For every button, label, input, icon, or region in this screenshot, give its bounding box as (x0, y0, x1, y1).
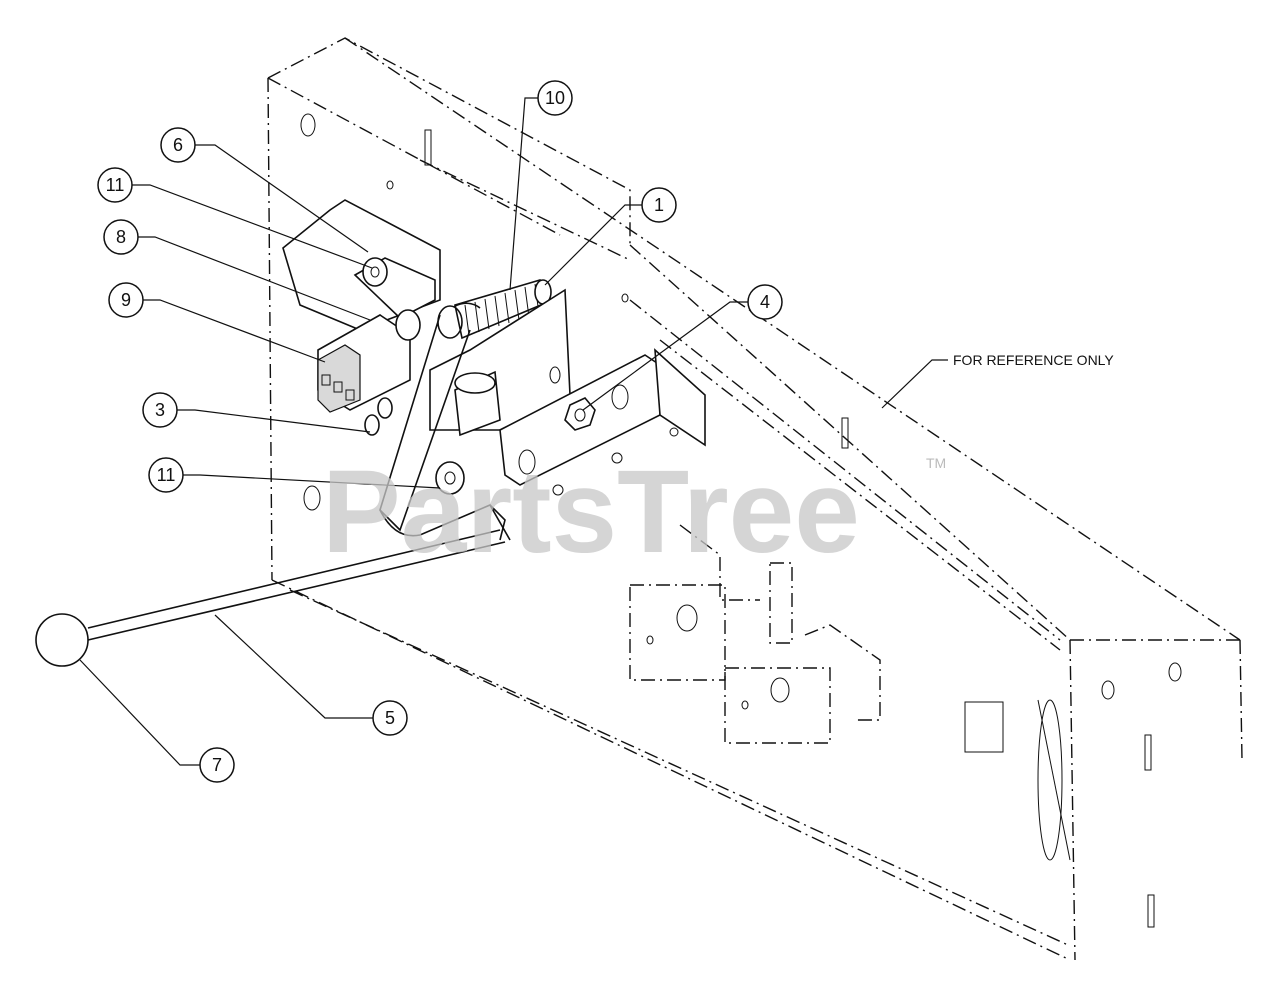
reference-frame (267, 37, 1243, 961)
leader-lines (79, 97, 948, 766)
callout-3-label: 3 (155, 400, 165, 420)
lever-knob (35, 613, 89, 667)
callout-10-label: 10 (545, 88, 565, 108)
callout-11-upper: 11 (97, 167, 133, 203)
callout-11-lower: 11 (148, 457, 184, 493)
callout-6-label: 6 (173, 135, 183, 155)
callout-4: 4 (747, 284, 783, 320)
switch-nut (395, 309, 421, 341)
callout-9-label: 9 (121, 290, 131, 310)
callout-10: 10 (537, 80, 573, 116)
reference-note: FOR REFERENCE ONLY (953, 352, 1114, 368)
callout-1: 1 (641, 187, 677, 223)
switch-connector (317, 344, 361, 413)
callout-5-label: 5 (385, 708, 395, 728)
callout-7-label: 7 (212, 755, 222, 775)
bolt-a (364, 414, 380, 436)
mounting-plate (282, 199, 441, 331)
callout-8-label: 8 (116, 227, 126, 247)
watermark-trademark: TM (926, 455, 946, 471)
callout-7: 7 (199, 747, 235, 783)
callout-4-label: 4 (760, 292, 770, 312)
callout-11-upper-label: 11 (106, 175, 125, 195)
side-bracket (654, 348, 706, 447)
bolt-b (377, 397, 393, 419)
callout-3: 3 (142, 392, 178, 428)
watermark: PartsTree (322, 446, 860, 578)
callout-11-lower-label: 11 (157, 465, 176, 485)
lever-assembly (35, 199, 706, 667)
callout-8: 8 (103, 219, 139, 255)
callout-9: 9 (108, 282, 144, 318)
callout-6: 6 (160, 127, 196, 163)
washer-lower (435, 461, 465, 495)
callout-5: 5 (372, 700, 408, 736)
washer-upper (362, 257, 388, 287)
callout-1-label: 1 (654, 195, 664, 215)
